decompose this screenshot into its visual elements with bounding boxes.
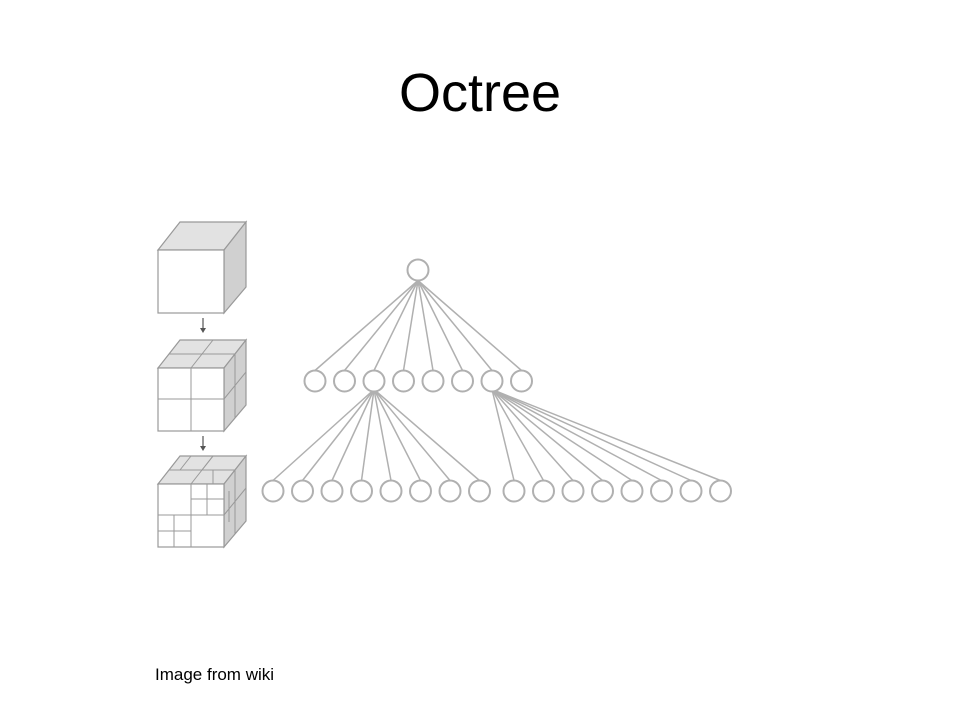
leaf-node xyxy=(261,479,285,503)
leaf-node xyxy=(502,479,526,503)
tree-edge xyxy=(417,280,493,371)
child-node xyxy=(480,369,504,393)
tree-edge xyxy=(491,388,721,482)
leaf-node xyxy=(291,479,314,503)
arrow-down-icon xyxy=(200,318,206,333)
tree-edge xyxy=(491,388,603,482)
leaf-node xyxy=(379,479,403,503)
tree-edge xyxy=(491,388,692,482)
tree-edge xyxy=(491,388,633,482)
child-node xyxy=(392,369,415,393)
tree-edge xyxy=(417,280,464,371)
cube-level-3 xyxy=(156,454,248,549)
tree-edge xyxy=(373,389,451,481)
arrow-down-icon xyxy=(200,436,206,451)
leaf-node xyxy=(438,479,462,503)
leaf-node xyxy=(320,479,344,503)
leaf-node xyxy=(350,479,373,503)
slide-title: Octree xyxy=(398,63,562,123)
tree-edge xyxy=(343,280,419,371)
tree-edge xyxy=(491,389,574,481)
leaf-node xyxy=(620,479,644,503)
leaf-node xyxy=(532,479,555,503)
tree-edge xyxy=(373,280,419,371)
tree-edge xyxy=(402,280,419,371)
tree-edge xyxy=(373,388,480,482)
tree-edge xyxy=(331,389,375,481)
tree-edge xyxy=(491,389,545,481)
leaf-node xyxy=(709,479,732,503)
leaf-node xyxy=(409,479,432,503)
tree-edge xyxy=(272,388,375,482)
child-node xyxy=(303,369,327,393)
tree-edge xyxy=(491,388,662,482)
tree-edge xyxy=(314,279,419,372)
leaf-node xyxy=(679,479,703,503)
child-node xyxy=(451,369,474,393)
child-node xyxy=(362,369,386,393)
tree-edge xyxy=(373,389,392,481)
tree-edge xyxy=(417,280,434,371)
tree-edge xyxy=(360,389,375,481)
leaf-node xyxy=(591,479,614,503)
cube-level-2 xyxy=(156,338,248,433)
cube-level-1 xyxy=(156,220,248,315)
child-node xyxy=(333,369,356,393)
child-node xyxy=(421,369,445,393)
tree-edge xyxy=(417,279,522,372)
child-node xyxy=(510,369,533,393)
root-node xyxy=(406,258,430,282)
leaf-node xyxy=(561,479,585,503)
leaf-node xyxy=(650,479,673,503)
image-caption: Image from wiki xyxy=(155,665,275,684)
leaf-node xyxy=(468,479,491,503)
tree-edge xyxy=(373,389,422,481)
tree-edge xyxy=(491,389,515,481)
tree-edge xyxy=(301,389,375,481)
